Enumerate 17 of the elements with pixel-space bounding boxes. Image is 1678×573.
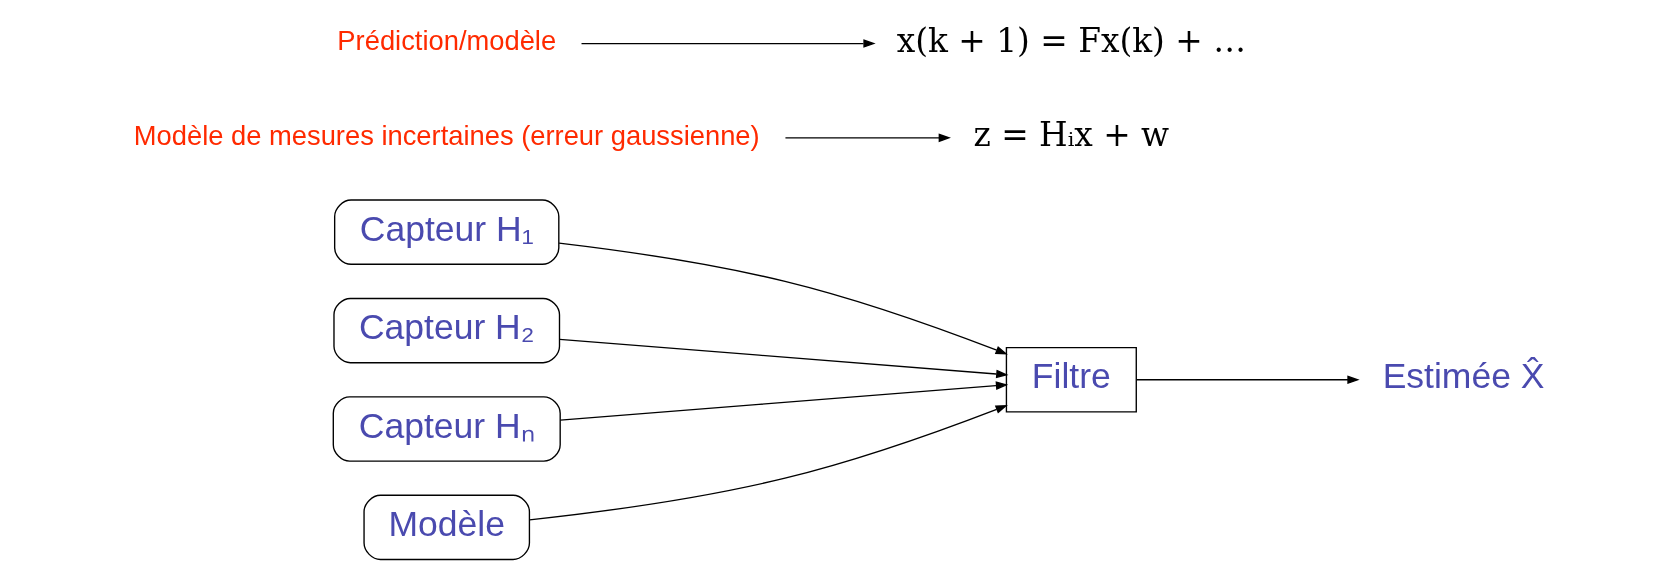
node-text: Estimée X̂ (1382, 356, 1545, 397)
arrow (558, 338, 1009, 379)
arrow (559, 381, 1009, 421)
arrow (558, 242, 1008, 355)
arrow (528, 405, 1008, 521)
node-box: Capteur H₂ (333, 297, 561, 364)
node-text: x(k + 1) = Fx(k) + … (896, 22, 1247, 61)
arrow (580, 39, 876, 48)
arrow (784, 133, 951, 143)
node-box: Capteur H₁ (334, 199, 560, 265)
node-box: Capteur Hₙ (332, 396, 561, 462)
arrow (1135, 375, 1360, 385)
node-box: Filtre (1005, 346, 1137, 413)
node-text: Prédiction/modèle (337, 25, 557, 57)
node-box: Modèle (363, 494, 531, 561)
node-text: Modèle de mesures incertaines (erreur gaussienne) (133, 119, 760, 151)
node-text: z = Hᵢx + w (973, 116, 1170, 155)
